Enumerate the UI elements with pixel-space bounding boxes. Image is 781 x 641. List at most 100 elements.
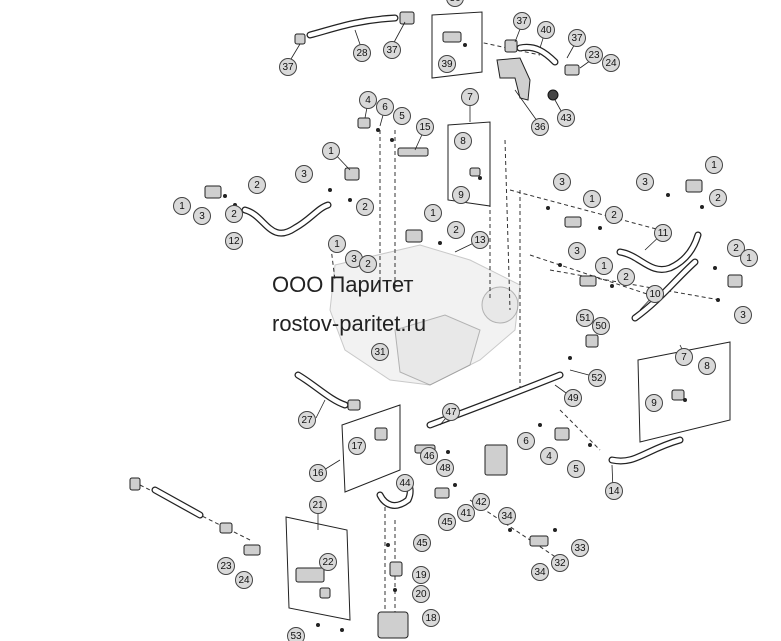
svg-text:44: 44 [399,478,411,489]
svg-text:31: 31 [374,347,386,358]
svg-text:1: 1 [711,160,717,171]
callout-27: 27 [298,411,316,429]
svg-text:41: 41 [460,508,472,519]
callout-34: 34 [498,507,516,525]
svg-text:6: 6 [382,102,388,113]
callout-53: 53 [287,627,305,641]
callout-3: 3 [553,173,571,191]
callout-18: 18 [422,609,440,627]
callout-41: 41 [457,504,475,522]
svg-text:10: 10 [649,289,661,300]
callout-24: 24 [235,571,253,589]
svg-text:50: 50 [595,321,607,332]
svg-text:5: 5 [573,464,579,475]
callout-7: 7 [675,348,693,366]
callout-2: 2 [447,221,465,239]
svg-text:23: 23 [220,561,232,572]
callout-44: 44 [396,474,414,492]
callout-50: 50 [592,317,610,335]
callout-1: 1 [424,204,442,222]
svg-text:8: 8 [460,136,466,147]
svg-text:45: 45 [441,517,453,528]
callout-22: 22 [319,553,337,571]
svg-text:1: 1 [179,201,185,212]
callout-2: 2 [225,205,243,223]
svg-text:2: 2 [362,202,368,213]
callout-3: 3 [295,165,313,183]
callout-46: 46 [420,447,438,465]
callout-6: 6 [376,98,394,116]
svg-text:47: 47 [445,407,457,418]
svg-text:16: 16 [312,468,324,479]
callout-36: 36 [531,118,549,136]
callout-4: 4 [359,91,377,109]
callout-9: 9 [452,186,470,204]
svg-text:52: 52 [591,373,603,384]
svg-text:49: 49 [567,393,579,404]
svg-text:17: 17 [351,441,363,452]
svg-text:37: 37 [571,33,583,44]
callout-16: 16 [309,464,327,482]
svg-text:3: 3 [301,169,307,180]
callout-28: 28 [353,44,371,62]
callout-23: 23 [217,557,235,575]
callout-2: 2 [359,255,377,273]
svg-text:11: 11 [658,228,669,239]
callout-48: 48 [436,459,454,477]
callout-1: 1 [595,257,613,275]
callout-2: 2 [248,176,266,194]
callout-11: 11 [654,224,672,242]
callout-1: 1 [173,197,191,215]
svg-text:23: 23 [588,50,600,61]
callout-43: 43 [557,109,575,127]
svg-text:15: 15 [419,122,431,133]
svg-text:22: 22 [322,557,334,568]
callout-3: 3 [636,173,654,191]
svg-text:1: 1 [746,253,752,264]
svg-text:3: 3 [642,177,648,188]
svg-text:39: 39 [441,59,453,70]
svg-text:2: 2 [231,209,237,220]
callout-1: 1 [740,249,758,267]
watermark-website: rostov-paritet.ru [272,311,427,336]
svg-text:34: 34 [501,511,513,522]
callout-45: 45 [438,513,456,531]
connection-lines [139,39,721,630]
callout-3: 3 [345,250,363,268]
callout-37: 37 [513,12,531,30]
callout-33: 33 [571,539,589,557]
callout-2: 2 [727,239,745,257]
svg-text:13: 13 [474,235,486,246]
svg-text:3: 3 [199,211,205,222]
callout-24: 24 [602,54,620,72]
svg-text:46: 46 [423,451,435,462]
callout-2: 2 [605,206,623,224]
callout-6: 6 [517,432,535,450]
svg-text:21: 21 [312,500,324,511]
callout-10: 10 [646,285,664,303]
svg-text:1: 1 [328,146,334,157]
svg-text:42: 42 [475,497,487,508]
svg-text:1: 1 [589,194,595,205]
callout-49: 49 [564,389,582,407]
svg-text:24: 24 [605,58,617,69]
callout-2: 2 [617,268,635,286]
svg-text:3: 3 [574,246,580,257]
callout-36: 36 [446,0,464,7]
svg-text:2: 2 [623,272,629,283]
svg-text:1: 1 [601,261,607,272]
svg-text:51: 51 [579,313,591,324]
callout-20: 20 [412,585,430,603]
svg-text:2: 2 [254,180,260,191]
svg-text:3: 3 [559,177,565,188]
callout-2: 2 [356,198,374,216]
watermark-company: ООО Паритет [272,272,414,297]
svg-text:43: 43 [560,113,572,124]
callout-52: 52 [588,369,606,387]
callout-2: 2 [709,189,727,207]
svg-text:27: 27 [301,415,313,426]
svg-text:1: 1 [334,239,340,250]
svg-text:2: 2 [733,243,739,254]
callout-15: 15 [416,118,434,136]
